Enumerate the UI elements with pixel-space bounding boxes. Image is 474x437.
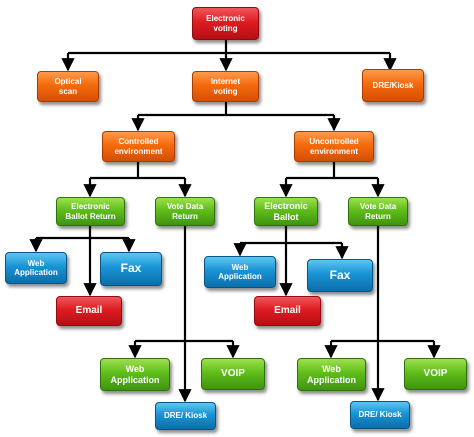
node-voip-right: VOIP [404,358,467,390]
edge-internet-bus [138,102,334,117]
node-optical-scan-label: Optical scan [54,77,82,96]
node-optical-scan: Optical scan [37,71,99,102]
node-fax-left-label: Fax [120,261,142,276]
node-vote-data-return-left-label: Vote Data Return [166,202,204,221]
node-electronic-ballot-return-label: Electronic Ballot Return [65,202,116,221]
node-web-application-3: Web Application [100,358,170,391]
node-web-application-1-label: Web Application [14,258,58,277]
node-web-application-3-label: Web Application [110,364,160,385]
node-dre-kiosk-right: DRE/ Kiosk [350,401,410,429]
node-vote-data-return-right-label: Vote Data Return [359,202,397,221]
node-web-application-4-label: Web Application [307,364,356,385]
node-fax-right: Fax [307,259,373,292]
node-email-left: Email [56,296,122,326]
node-email-right-label: Email [274,305,301,317]
node-controlled-environment: Controlled environment [102,131,175,162]
node-uncontrolled-environment-label: Uncontrolled environment [309,137,359,156]
node-fax-left: Fax [100,252,162,286]
node-dre-kiosk-right-label: DRE/ Kiosk [358,410,402,420]
node-fax-right-label: Fax [329,267,351,282]
node-voip-left-label: VOIP [221,368,245,380]
edge-uncontrolled-bus [286,162,378,180]
node-dre-kiosk-left-label: DRE/ Kiosk [163,411,208,421]
node-email-right: Email [254,296,321,326]
node-web-application-1: Web Application [5,252,67,284]
node-uncontrolled-environment: Uncontrolled environment [294,131,374,162]
node-voip-left: VOIP [201,358,265,390]
node-vote-data-return-right: Vote Data Return [348,197,408,226]
node-electronic-voting: Electronic voting [192,7,259,40]
node-dre-kiosk-top: DRE/Kiosk [362,69,424,102]
node-internet-voting-label: Internet voting [210,77,241,96]
edge-controlled-bus [90,162,185,180]
edge-ebr-bus [36,226,129,240]
node-web-application-2-label: Web Application [218,262,262,281]
node-electronic-ballot: Electronic Ballot [254,197,318,226]
node-internet-voting: Internet voting [192,71,259,102]
node-email-left-label: Email [75,305,103,317]
edge-vdr-right-trunk [331,226,434,343]
node-voip-right-label: VOIP [423,368,448,380]
edge-root-bus [68,40,390,55]
node-dre-kiosk-top-label: DRE/Kiosk [372,80,414,90]
node-electronic-ballot-return: Electronic Ballot Return [56,197,125,226]
node-vote-data-return-left: Vote Data Return [155,197,215,226]
node-web-application-4: Web Application [297,358,366,391]
node-web-application-2: Web Application [204,256,276,288]
node-controlled-environment-label: Controlled environment [114,137,163,156]
node-electronic-ballot-label: Electronic Ballot [264,201,308,222]
node-dre-kiosk-left: DRE/ Kiosk [155,402,216,430]
edge-eb-bus [240,226,342,245]
node-electronic-voting-label: Electronic voting [206,14,245,33]
